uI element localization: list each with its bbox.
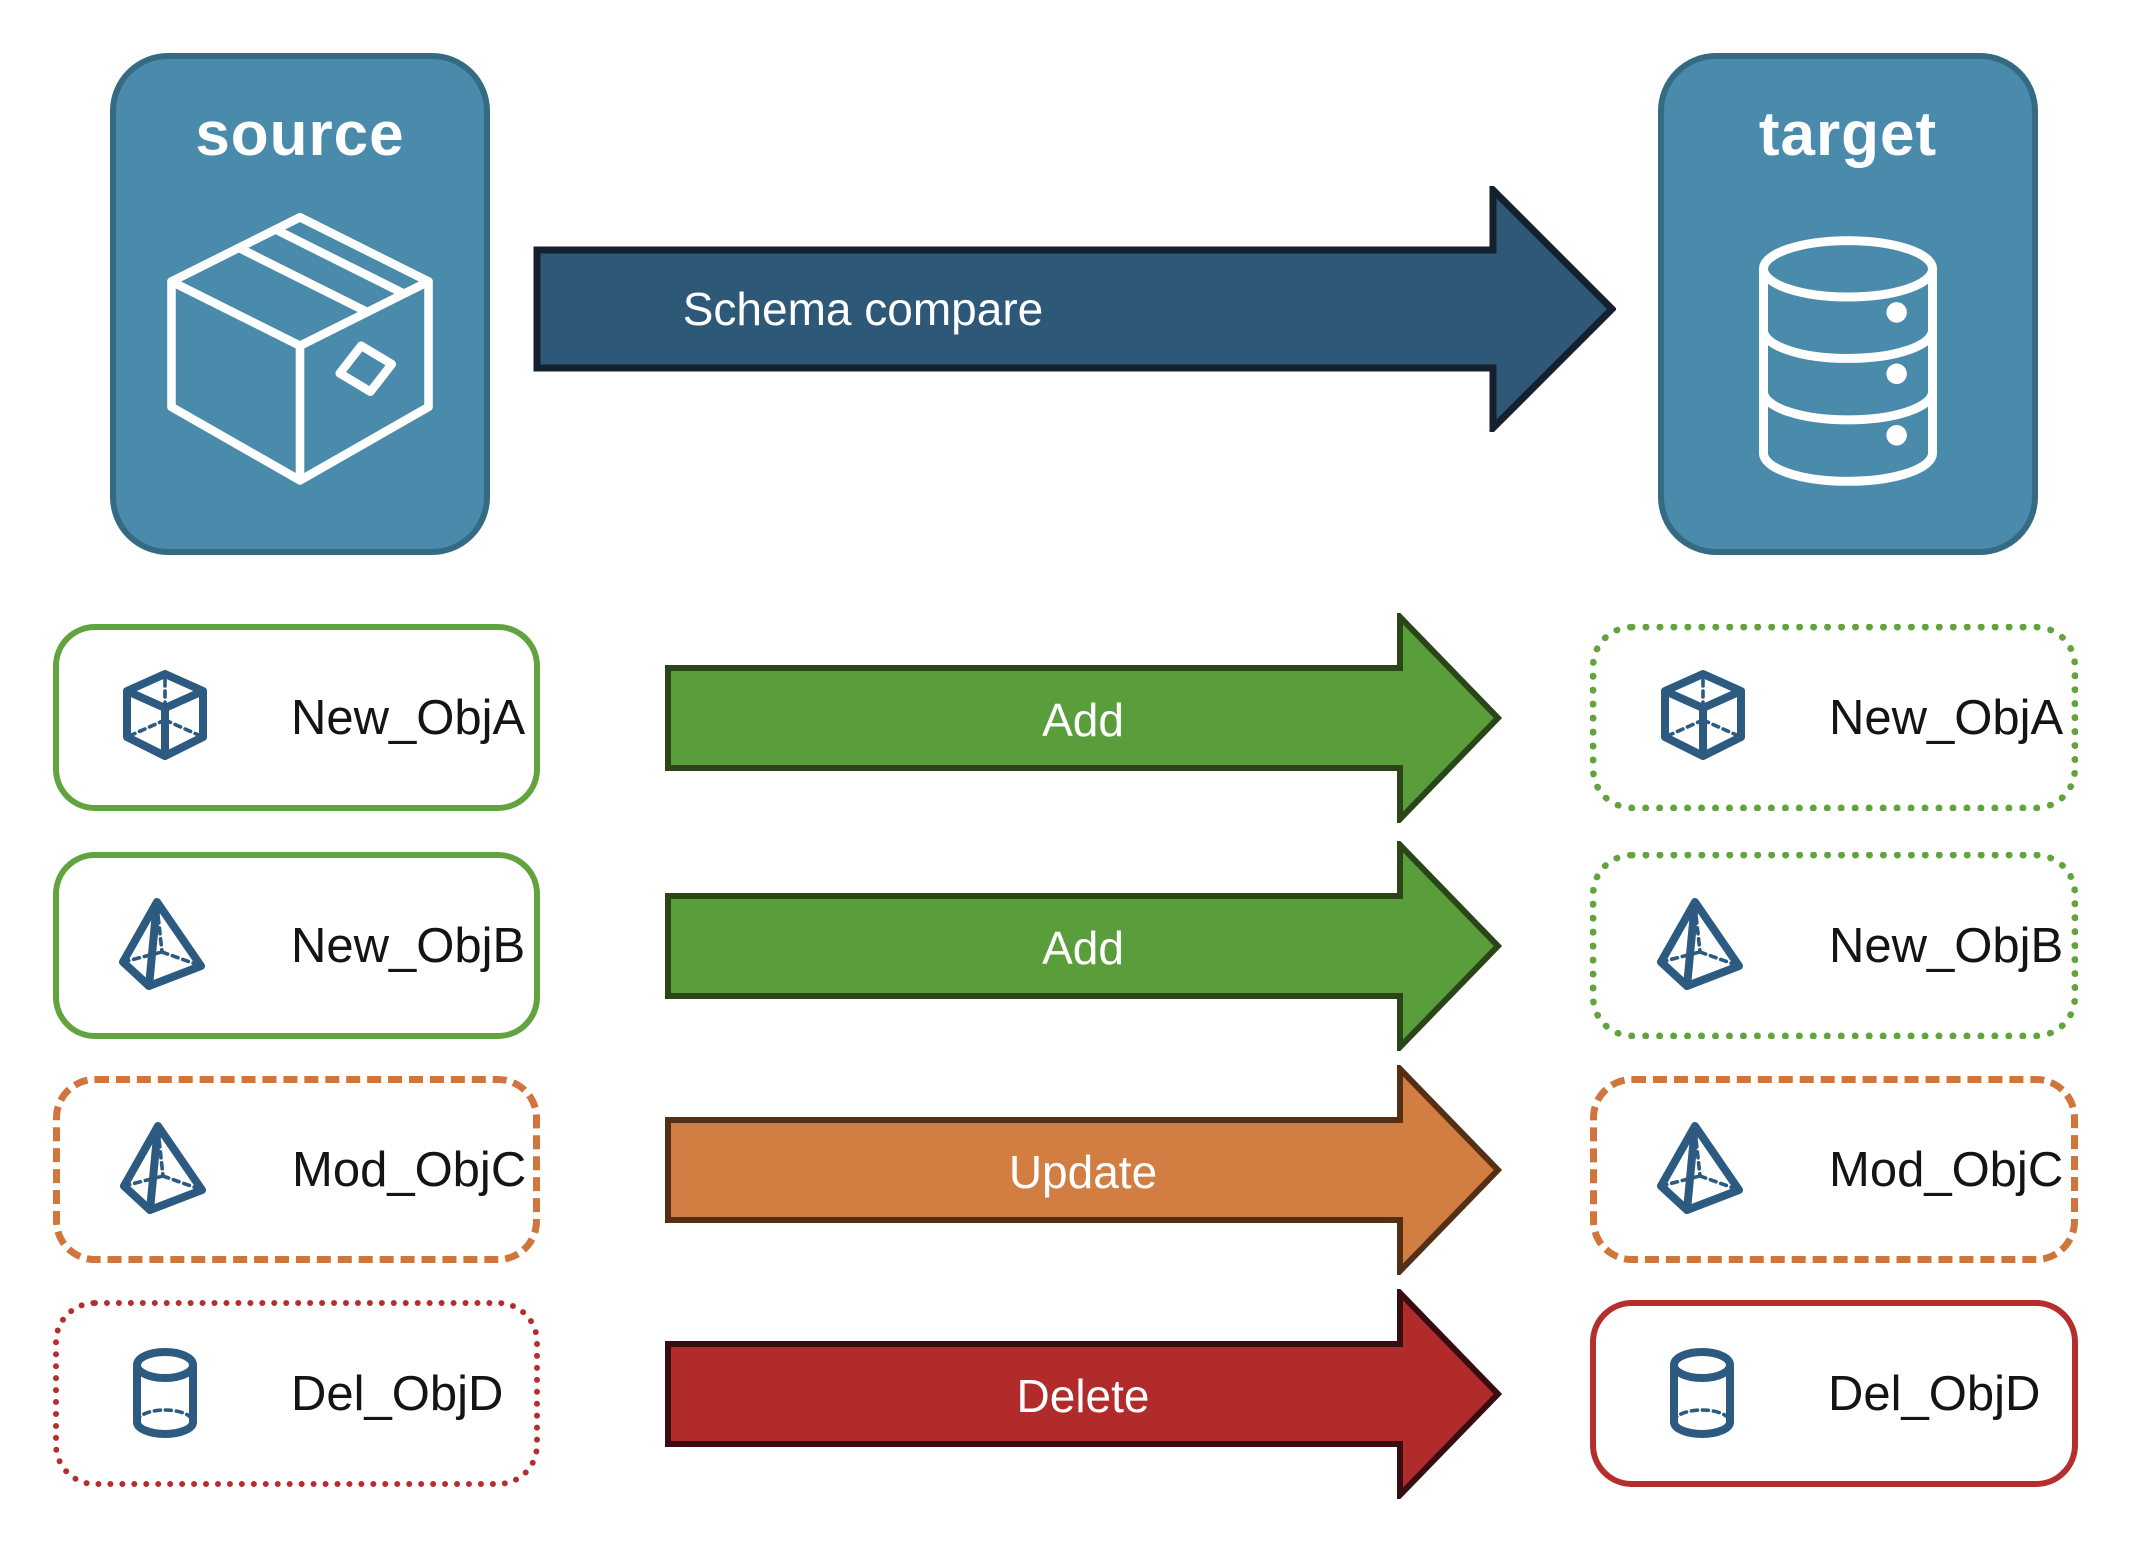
add-arrow-label: Add xyxy=(1042,922,1124,974)
source-card-new-obja: New_ObjA xyxy=(53,624,540,811)
target-panel: target xyxy=(1658,53,2038,555)
schema-compare-arrow: Schema compare xyxy=(533,186,1616,432)
pyramid-icon xyxy=(1653,896,1753,996)
add-arrow: Add xyxy=(664,613,1502,823)
delete-arrow: Delete xyxy=(664,1289,1502,1499)
right-arrow-shape xyxy=(665,1289,1502,1499)
pyramid-icon xyxy=(115,896,215,996)
pyramid-icon xyxy=(116,1120,216,1220)
target-card-del-objd: Del_ObjD xyxy=(1590,1300,2078,1487)
update-arrow-label: Update xyxy=(1008,1146,1158,1198)
object-label: Del_ObjD xyxy=(291,1366,504,1421)
cube-icon xyxy=(115,668,215,768)
object-label: Del_ObjD xyxy=(1828,1366,2041,1421)
cylinder-icon xyxy=(115,1344,215,1444)
target-panel-title: target xyxy=(1758,100,1938,169)
target-card-new-objb: New_ObjB xyxy=(1590,852,2078,1039)
schema-compare-label: Schema compare xyxy=(682,283,1044,335)
package-icon xyxy=(135,205,465,511)
target-card-mod-objc: Mod_ObjC xyxy=(1590,1076,2078,1263)
add-arrow: Add xyxy=(664,841,1502,1051)
right-arrow-shape xyxy=(533,186,1616,432)
source-card-mod-objc: Mod_ObjC xyxy=(53,1076,540,1263)
right-arrow-shape xyxy=(665,613,1502,823)
object-label: New_ObjB xyxy=(291,918,526,973)
add-arrow-label: Add xyxy=(1042,694,1124,746)
target-card-new-obja: New_ObjA xyxy=(1590,624,2078,811)
right-arrow-shape xyxy=(665,1065,1502,1275)
object-label: New_ObjA xyxy=(1829,690,2064,745)
source-panel: source xyxy=(110,53,490,555)
object-label: Mod_ObjC xyxy=(1829,1142,2064,1197)
object-label: New_ObjA xyxy=(291,690,526,745)
update-arrow: Update xyxy=(664,1065,1502,1275)
source-panel-title: source xyxy=(195,100,405,169)
database-icon xyxy=(1720,211,1976,511)
cube-icon xyxy=(1653,668,1753,768)
delete-arrow-label: Delete xyxy=(1016,1370,1150,1422)
right-arrow-shape xyxy=(665,841,1502,1051)
cylinder-icon xyxy=(1652,1344,1752,1444)
object-label: Mod_ObjC xyxy=(292,1142,527,1197)
source-card-new-objb: New_ObjB xyxy=(53,852,540,1039)
object-label: New_ObjB xyxy=(1829,918,2064,973)
source-card-del-objd: Del_ObjD xyxy=(53,1300,540,1487)
pyramid-icon xyxy=(1653,1120,1753,1220)
